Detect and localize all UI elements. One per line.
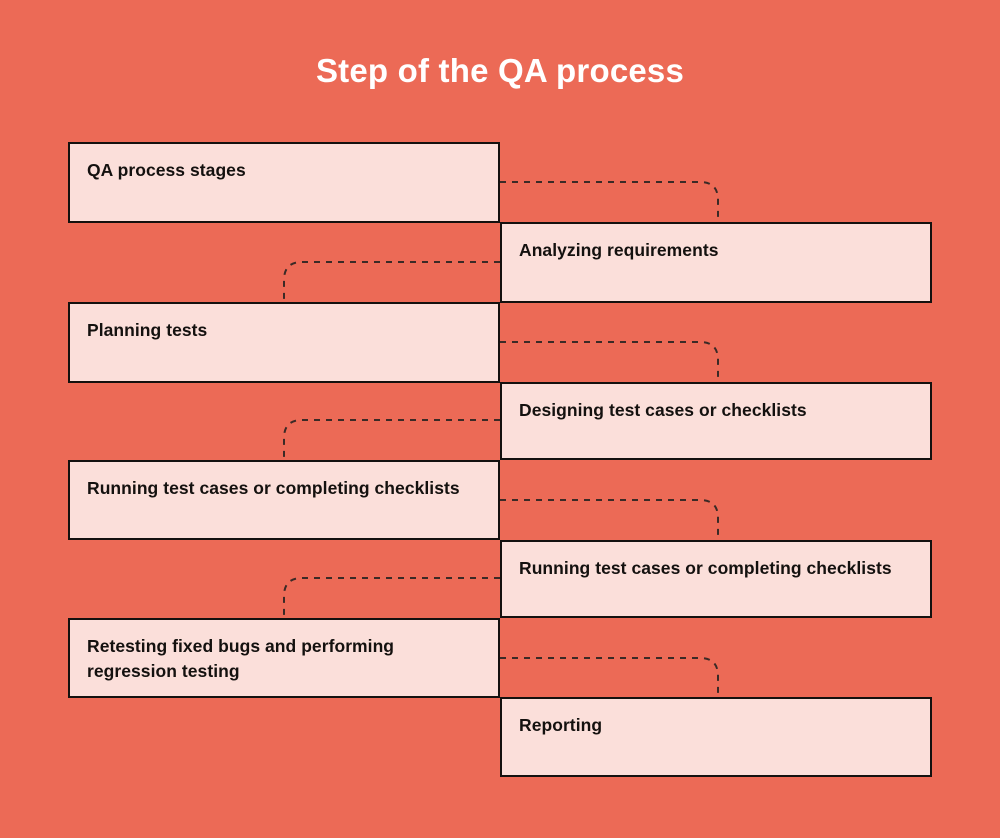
connector-7-8 xyxy=(500,657,719,698)
flow-step-3[interactable]: Planning tests xyxy=(68,302,500,383)
flow-step-6-label: Running test cases or completing checkli… xyxy=(519,558,892,578)
connector-5-6 xyxy=(500,499,719,541)
flow-step-5-label: Running test cases or completing checkli… xyxy=(87,478,460,498)
flow-step-1-label: QA process stages xyxy=(87,160,246,180)
flow-step-3-label: Planning tests xyxy=(87,320,208,340)
connector-3-4 xyxy=(500,341,719,383)
flow-step-8[interactable]: Reporting xyxy=(500,697,932,777)
connector-6-7 xyxy=(283,577,500,619)
flow-step-5[interactable]: Running test cases or completing checkli… xyxy=(68,460,500,540)
connector-4-5 xyxy=(283,419,500,461)
flow-step-7-label: Retesting fixed bugs and performing regr… xyxy=(87,636,395,681)
flow-step-6[interactable]: Running test cases or completing checkli… xyxy=(500,540,932,618)
page-title: Step of the QA process xyxy=(315,52,685,89)
flow-step-7[interactable]: Retesting fixed bugs and performing regr… xyxy=(68,618,500,698)
flow-step-2[interactable]: Analyzing requirements xyxy=(500,222,932,303)
flow-step-1[interactable]: QA process stages xyxy=(68,142,500,223)
flow-step-4-label: Designing test cases or checklists xyxy=(519,400,807,420)
connector-2-3 xyxy=(283,261,500,303)
flow-step-2-label: Analyzing requirements xyxy=(519,240,719,260)
flow-step-8-label: Reporting xyxy=(519,715,603,735)
flow-step-4[interactable]: Designing test cases or checklists xyxy=(500,382,932,460)
connector-1-2 xyxy=(500,181,719,223)
